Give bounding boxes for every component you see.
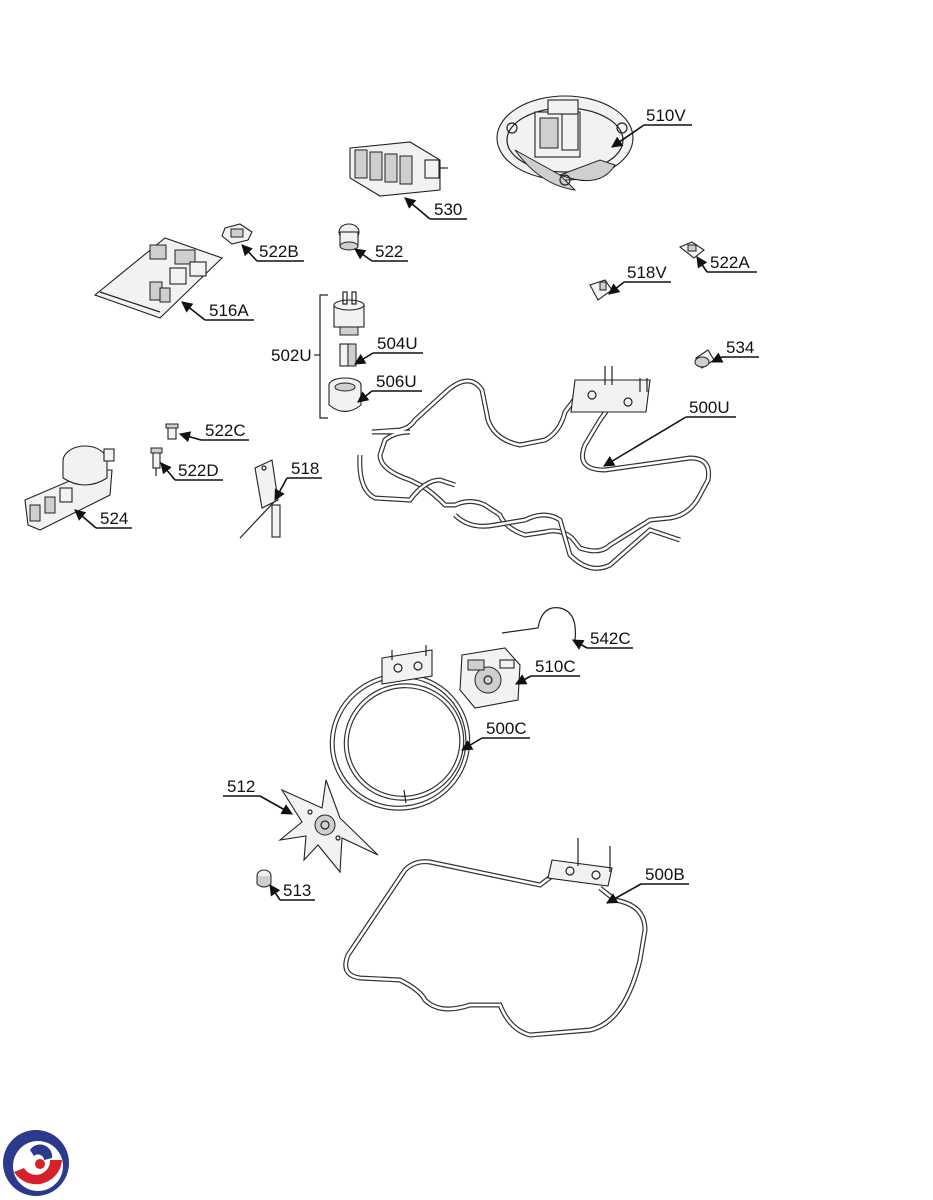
part-500b-bottom-heating-element xyxy=(343,838,648,1038)
callout-522: 522 xyxy=(354,242,408,262)
label-502u: 502U xyxy=(271,346,312,365)
callout-513: 513 xyxy=(269,881,315,901)
label-518: 518 xyxy=(291,459,319,478)
callout-516a: 516A xyxy=(181,301,254,321)
label-522d: 522D xyxy=(178,461,219,480)
callout-506u: 506U xyxy=(357,372,422,403)
part-530-terminal-block xyxy=(349,141,448,197)
part-500c-ring-heating-element xyxy=(329,645,471,811)
label-513: 513 xyxy=(283,881,311,900)
part-516a-control-board xyxy=(93,237,224,319)
callout-522d: 522D xyxy=(160,461,223,481)
label-530: 530 xyxy=(434,200,462,219)
callout-542c: 542C xyxy=(572,629,633,650)
callout-504u: 504U xyxy=(354,334,423,365)
label-524: 524 xyxy=(100,509,128,528)
label-522c: 522C xyxy=(205,421,246,440)
part-522-lamp-holder xyxy=(338,223,360,251)
part-522a-switch xyxy=(678,241,705,259)
callout-522c: 522C xyxy=(178,421,249,443)
part-522d-switch xyxy=(150,447,163,476)
callout-522a: 522A xyxy=(696,253,757,273)
part-512-fan-blade xyxy=(278,779,379,874)
callout-518v: 518V xyxy=(608,263,671,295)
part-510c-fan-motor xyxy=(459,647,521,709)
callout-510v: 510V xyxy=(611,106,692,148)
label-516a: 516A xyxy=(209,301,249,320)
label-506u: 506U xyxy=(376,372,417,391)
part-500u-top-heating-element xyxy=(357,366,712,571)
part-506u-lamp-cover xyxy=(328,377,362,413)
part-510v-fan-assembly xyxy=(496,95,634,191)
callout-510c: 510C xyxy=(515,657,580,685)
label-500b: 500B xyxy=(645,865,685,884)
brand-logo xyxy=(3,1130,69,1196)
callout-522b: 522B xyxy=(241,242,304,262)
label-522: 522 xyxy=(375,242,403,261)
part-518v-clip xyxy=(589,279,613,301)
label-500c: 500C xyxy=(486,719,527,738)
callout-512: 512 xyxy=(223,777,293,815)
label-522a: 522A xyxy=(710,253,750,272)
callout-500u: 500U xyxy=(603,398,736,467)
part-504u-connector xyxy=(339,343,357,367)
callout-500b: 500B xyxy=(606,865,689,904)
part-522c-switch xyxy=(165,423,179,440)
callout-502u: 502U xyxy=(271,346,312,365)
callout-524: 524 xyxy=(74,509,132,529)
part-502u-group-bracket xyxy=(314,294,328,419)
label-504u: 504U xyxy=(377,334,418,353)
label-510c: 510C xyxy=(535,657,576,676)
callout-518: 518 xyxy=(274,459,322,501)
part-513-nut xyxy=(256,869,272,888)
part-518-temperature-probe xyxy=(239,459,281,539)
label-512: 512 xyxy=(227,777,255,796)
callout-530: 530 xyxy=(404,197,467,220)
part-534-lamp xyxy=(694,349,715,369)
label-510v: 510V xyxy=(646,106,686,125)
label-522b: 522B xyxy=(259,242,299,261)
label-518v: 518V xyxy=(627,263,667,282)
part-542c-clip xyxy=(501,607,583,646)
label-500u: 500U xyxy=(689,398,730,417)
label-542c: 542C xyxy=(590,629,631,648)
callout-500c: 500C xyxy=(461,719,530,751)
label-534: 534 xyxy=(726,338,754,357)
part-522b-switch xyxy=(221,223,253,245)
part-524-door-lock xyxy=(24,445,115,531)
part-502u-thermostat xyxy=(333,291,365,336)
callout-534: 534 xyxy=(710,338,759,363)
